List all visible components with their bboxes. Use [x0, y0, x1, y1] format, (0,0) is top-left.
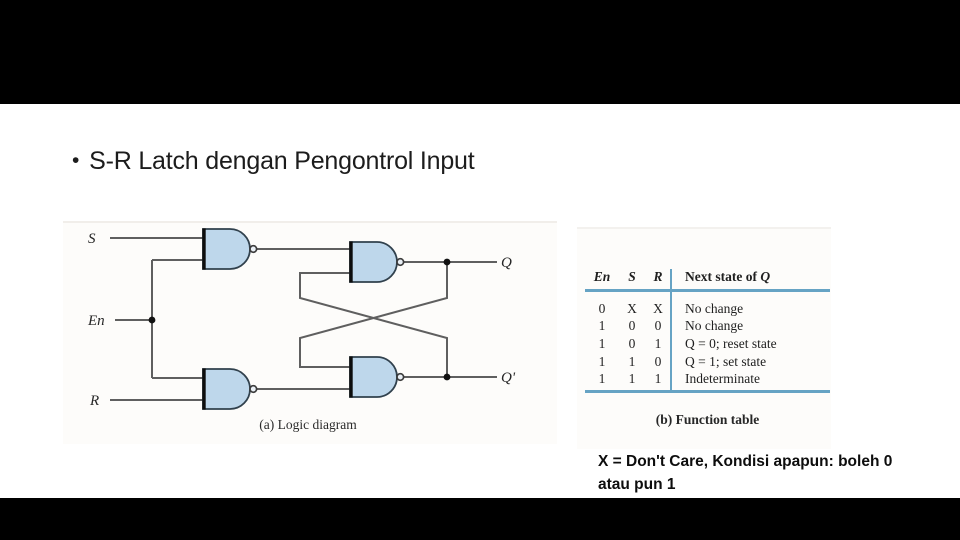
- cell-r: 1: [654, 335, 662, 351]
- nand-gate-s-enable: [201, 226, 259, 272]
- caption-function-table: (b) Function table: [655, 412, 760, 427]
- cell-en: 1: [598, 371, 606, 387]
- cell-next-state: No change: [685, 300, 744, 316]
- table-row: 1 0 0 No change: [585, 318, 830, 336]
- cell-next-state: Q = 0; reset state: [685, 335, 777, 351]
- caption-logic-diagram: (a) Logic diagram: [259, 417, 357, 432]
- label-r: R: [89, 393, 99, 409]
- wire-feedback-qnot: [299, 272, 448, 377]
- logic-diagram-scan-panel: [63, 221, 557, 444]
- cell-en: 1: [598, 353, 606, 369]
- cell-next-state: No change: [685, 318, 744, 334]
- function-table-rows: 0 X X No change 1 0 0 No change 1 0 1 Q …: [585, 300, 830, 388]
- cell-r: 0: [654, 353, 662, 369]
- nand-gate-r-enable: [201, 366, 259, 412]
- table-row: 0 X X No change: [585, 300, 830, 318]
- diagram-wires: [110, 237, 497, 401]
- junction-dot-q: [443, 258, 451, 266]
- table-row: 1 0 1 Q = 0; reset state: [585, 335, 830, 353]
- cell-en: 1: [598, 335, 606, 351]
- logic-diagram: S En R Q Q' (a) Logic diagram: [87, 226, 516, 432]
- slide-title: S-R Latch dengan Pengontrol Input: [89, 147, 475, 175]
- bullet-icon: •: [72, 149, 80, 172]
- junction-dot-qnot: [443, 373, 451, 381]
- table-bottom-rule: [585, 390, 830, 393]
- cell-s: 1: [628, 371, 636, 387]
- note-line-1: X = Don't Care, Kondisi apapun: boleh 0: [598, 453, 893, 470]
- function-table-scan-panel: [577, 227, 831, 449]
- header-s: S: [628, 269, 636, 284]
- nand-gate-latch-top: [348, 239, 406, 285]
- cell-en: 1: [598, 318, 606, 334]
- table-vertical-rule: [670, 269, 672, 393]
- header-en: En: [593, 269, 611, 284]
- cell-en: 0: [598, 300, 606, 316]
- cell-s: 1: [628, 353, 636, 369]
- label-q: Q: [501, 255, 512, 271]
- header-next-prefix: Next state of: [685, 269, 761, 284]
- cell-next-state: Q = 1; set state: [685, 353, 767, 369]
- header-next-state: Next state of Q: [685, 269, 770, 285]
- label-qnot: Q': [501, 370, 516, 386]
- cell-r: 0: [654, 318, 662, 334]
- bottom-letterbox-bar: [0, 498, 960, 540]
- table-row: 1 1 1 Indeterminate: [585, 370, 830, 388]
- cell-s: X: [627, 300, 637, 316]
- dont-care-note: X = Don't Care, Kondisi apapun: boleh 0 …: [598, 450, 918, 496]
- cell-next-state: Indeterminate: [685, 371, 760, 387]
- header-r: R: [653, 269, 663, 284]
- table-header-rule: [585, 289, 830, 292]
- top-letterbox-bar: [0, 0, 960, 104]
- cell-r: 1: [654, 371, 662, 387]
- cell-s: 0: [628, 335, 636, 351]
- header-next-q: Q: [760, 269, 771, 284]
- slide-title-row: • S-R Latch dengan Pengontrol Input: [72, 146, 475, 176]
- nand-gate-latch-bottom: [348, 354, 406, 400]
- table-row: 1 1 0 Q = 1; set state: [585, 353, 830, 371]
- cell-s: 0: [628, 318, 636, 334]
- note-line-2: atau pun 1: [598, 476, 676, 493]
- wire-feedback-q: [299, 262, 448, 368]
- cell-r: X: [653, 300, 663, 316]
- junction-dot-en: [148, 316, 156, 324]
- label-s: S: [88, 231, 96, 247]
- label-en: En: [87, 313, 105, 329]
- function-table-header: En S R Next state of Q: [585, 269, 830, 285]
